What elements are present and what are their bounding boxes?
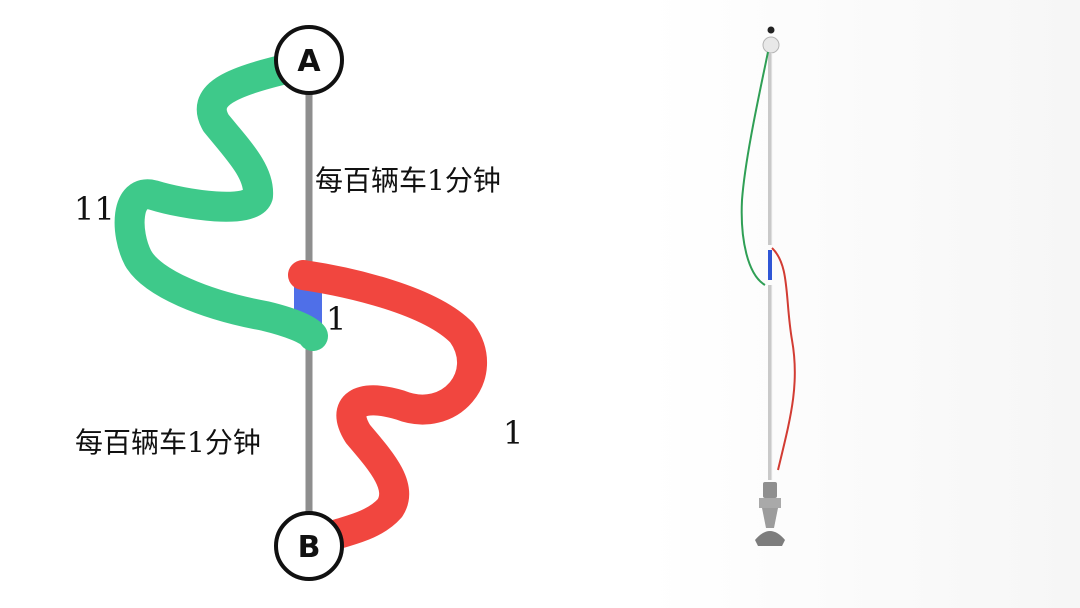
upper-straight-rate-label: 每百辆车1分钟 xyxy=(315,164,501,197)
node-a-label: A xyxy=(297,44,321,79)
string-spring-weight-model-photo xyxy=(740,26,796,546)
red-detour-cost-label: 1 xyxy=(503,414,523,452)
node-b-label: B xyxy=(298,530,321,565)
red-detour-path xyxy=(288,260,487,549)
green-detour-path xyxy=(114,53,328,351)
lower-straight-rate-label: 每百辆车1分钟 xyxy=(75,426,261,459)
shortcut-cost-label: 1 xyxy=(326,300,346,338)
node-a: A xyxy=(274,25,344,95)
green-detour-cost-label: 11 xyxy=(74,190,115,228)
node-b: B xyxy=(274,511,344,581)
